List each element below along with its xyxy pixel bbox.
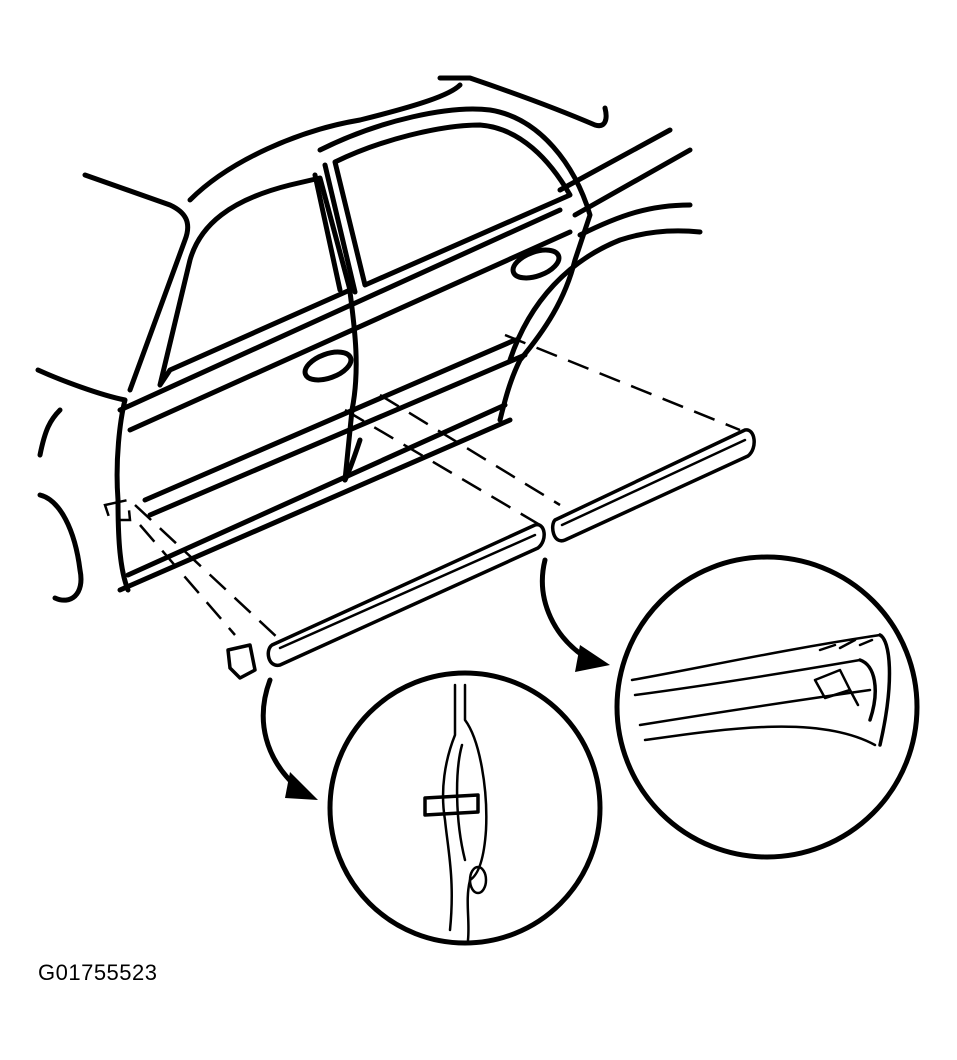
- clip-foot: [468, 865, 488, 895]
- rear-wheel-arch: [507, 228, 703, 363]
- molding-end-hatch: [818, 638, 874, 652]
- lower-door-line: [142, 337, 528, 518]
- molding-end-line-1: [630, 633, 882, 682]
- front-door-molding: [266, 523, 546, 667]
- rear-window-frame: [332, 122, 573, 288]
- detail-view-clip: [327, 670, 603, 946]
- roof-outline: [187, 82, 463, 203]
- callout-arrows: [260, 557, 610, 800]
- clip-tab: [423, 793, 480, 817]
- detail-circle-right: [614, 554, 920, 860]
- belt-line: [117, 207, 573, 433]
- center-molding-guide: [344, 408, 541, 527]
- molding-end-clip: [813, 668, 860, 707]
- clip-section-left: [441, 683, 457, 932]
- door-seam: [342, 289, 359, 483]
- rear-molding-guide-1: [379, 393, 561, 507]
- molding-end-cap: [858, 633, 892, 747]
- right-callout-arrow: [539, 557, 593, 663]
- roof-rail: [437, 75, 609, 129]
- molding-end-line-2: [633, 658, 862, 697]
- rear-door-molding: [551, 428, 756, 543]
- right-arrowhead-icon: [575, 645, 610, 672]
- left-callout-arrow: [260, 677, 303, 793]
- front-fender-upper: [37, 407, 63, 458]
- front-door-molding-edge: [278, 533, 537, 650]
- rear-door-molding-edge: [560, 438, 747, 527]
- rear-molding-guide-2: [504, 333, 741, 432]
- alignment-lines: [134, 333, 741, 641]
- front-molding-guide-2: [139, 524, 236, 636]
- molding-end-line-4: [643, 725, 877, 747]
- hidden-clip-hole: [103, 498, 132, 522]
- moldings: [226, 428, 756, 680]
- b-pillar: [312, 162, 358, 295]
- molding-end-line-3: [638, 688, 872, 727]
- rear-door-outline: [317, 106, 593, 423]
- front-wheel-arch: [37, 492, 84, 603]
- clip-section-right: [463, 683, 488, 942]
- rear-door-handle: [510, 247, 562, 281]
- detail-circle-bottom: [327, 670, 603, 946]
- molding-clip: [226, 643, 257, 680]
- front-fender: [35, 367, 131, 593]
- quarter-panel-lines: [557, 127, 693, 238]
- figure-id-label: G01755523: [38, 960, 158, 985]
- clip-section-inner: [455, 743, 467, 862]
- a-pillar: [82, 172, 191, 393]
- left-arrowhead-icon: [285, 772, 318, 800]
- front-door-handle: [302, 349, 354, 383]
- front-door-bottom: [342, 437, 363, 483]
- detail-view-molding-end: [614, 554, 920, 860]
